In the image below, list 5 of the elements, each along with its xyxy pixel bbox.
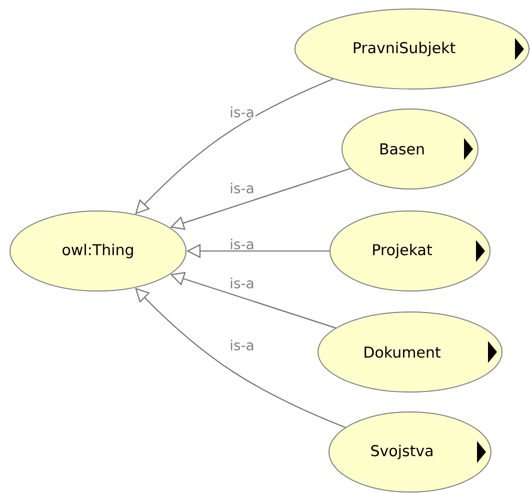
edge-label: is-a (228, 238, 256, 250)
edge-label: is-a (228, 106, 256, 118)
edge-label: is-a (228, 338, 256, 352)
edge-label: is-a (228, 182, 256, 194)
edge-label: is-a (228, 276, 256, 290)
